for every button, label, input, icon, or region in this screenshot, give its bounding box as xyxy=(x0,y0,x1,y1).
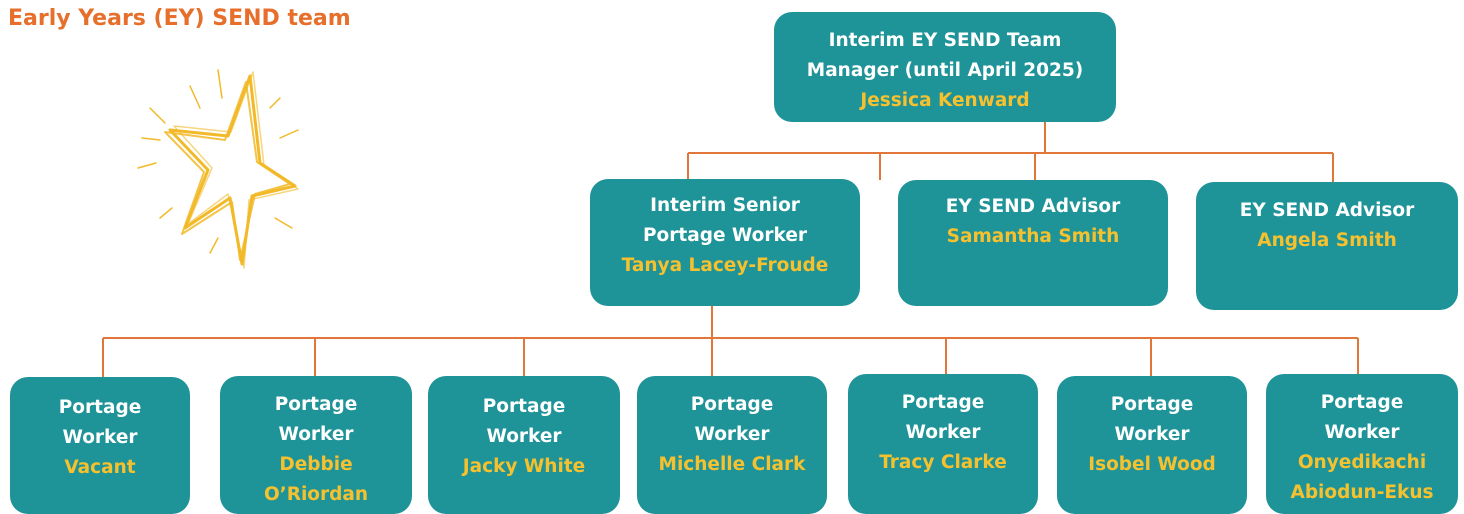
person-name: Tanya Lacey-Froude xyxy=(621,255,829,276)
person-name-line2: O’Riordan xyxy=(263,484,369,505)
person-name: Angela Smith xyxy=(1257,230,1397,251)
sparkling-star-icon xyxy=(137,69,299,269)
portage-worker-box: Portage Worker Tracy Clarke xyxy=(848,374,1038,514)
ey-send-advisor-box: EY SEND Advisor Angela Smith xyxy=(1196,182,1458,310)
manager-role-line1: Interim EY SEND Team xyxy=(828,30,1062,51)
role-line2: Portage Worker xyxy=(642,225,807,246)
page-title: Early Years (EY) SEND team xyxy=(8,6,351,31)
role-line1: Portage xyxy=(1110,394,1194,415)
person-name: Samantha Smith xyxy=(946,226,1120,247)
person-name: Michelle Clark xyxy=(658,454,806,475)
portage-worker-box: Portage Worker Jacky White xyxy=(428,376,620,514)
portage-worker-box: Portage Worker Debbie O’Riordan xyxy=(220,376,412,514)
role-line2: Worker xyxy=(905,422,981,443)
role-line1: Interim Senior xyxy=(650,195,800,216)
role-line2: Worker xyxy=(62,427,138,448)
person-name: Isobel Wood xyxy=(1088,454,1216,475)
role-line1: Portage xyxy=(690,394,774,415)
role-line1: Portage xyxy=(901,392,985,413)
role-line2: Worker xyxy=(1114,424,1190,445)
person-name: Tracy Clarke xyxy=(879,452,1007,473)
role-line1: Portage xyxy=(58,397,142,418)
manager-role-line2: Manager (until April 2025) xyxy=(806,60,1084,81)
role-line1: Portage xyxy=(482,396,566,417)
portage-worker-box: Portage Worker Onyedikachi Abiodun-Ekus xyxy=(1266,374,1458,514)
senior-portage-worker-box: Interim Senior Portage Worker Tanya Lace… xyxy=(590,179,860,306)
role-line1: Portage xyxy=(274,394,358,415)
portage-worker-box: Portage Worker Michelle Clark xyxy=(637,376,827,514)
role-line2: Worker xyxy=(278,424,354,445)
role-line2: Worker xyxy=(1324,422,1400,443)
role-line1: EY SEND Advisor xyxy=(945,196,1121,217)
manager-box: Interim EY SEND Team Manager (until Apri… xyxy=(774,12,1116,122)
person-name: Onyedikachi xyxy=(1297,452,1427,473)
person-name: Jacky White xyxy=(462,456,586,477)
person-name-line2: Abiodun-Ekus xyxy=(1290,482,1434,503)
person-name: Vacant xyxy=(64,457,136,478)
manager-name: Jessica Kenward xyxy=(860,90,1030,111)
role-line2: Worker xyxy=(486,426,562,447)
portage-worker-box: Portage Worker Isobel Wood xyxy=(1057,376,1247,514)
role-line1: Portage xyxy=(1320,392,1404,413)
role-line2: Worker xyxy=(694,424,770,445)
ey-send-advisor-box: EY SEND Advisor Samantha Smith xyxy=(898,180,1168,306)
person-name: Debbie xyxy=(279,454,353,475)
portage-worker-box: Portage Worker Vacant xyxy=(10,377,190,514)
role-line1: EY SEND Advisor xyxy=(1239,200,1415,221)
